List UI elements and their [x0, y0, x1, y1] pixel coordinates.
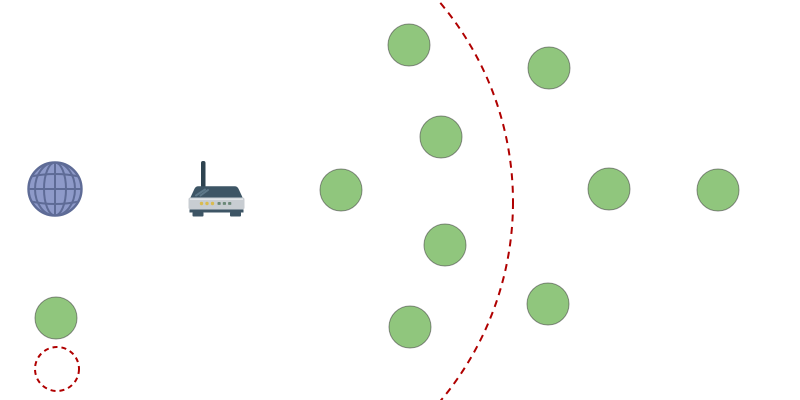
router-top-body — [189, 186, 244, 200]
globe-latitude-south — [30, 200, 80, 205]
sensor-nodes-layer — [319, 23, 740, 349]
router-led-green-2 — [222, 202, 226, 205]
router-led-yellow-1 — [199, 201, 204, 206]
network-node — [419, 115, 463, 159]
network-node — [387, 23, 431, 67]
router-glare — [195, 188, 209, 197]
network-node — [527, 46, 571, 90]
network-node — [319, 168, 363, 212]
router-range-circle — [436, 0, 514, 400]
globe-latitude-north — [30, 173, 80, 178]
router-led-green-3 — [228, 202, 232, 205]
wifi-router-icon — [188, 161, 245, 217]
network-node — [388, 305, 432, 349]
internet-globe-icon — [27, 161, 83, 217]
legend-range-sample — [34, 346, 80, 392]
network-node — [696, 168, 740, 212]
router-foot-left — [192, 212, 204, 217]
router-antenna — [201, 161, 206, 188]
router-bottom-strip — [189, 209, 244, 213]
router-led-green-1 — [217, 202, 221, 205]
router-foot-right — [230, 212, 241, 217]
legend-node-sample — [34, 296, 78, 340]
router-led-yellow-3 — [210, 201, 215, 206]
router-base — [188, 197, 245, 210]
network-node — [526, 282, 570, 326]
network-node — [423, 223, 467, 267]
router-led-yellow-2 — [205, 201, 209, 206]
legend — [34, 296, 80, 392]
network-node — [587, 167, 631, 211]
